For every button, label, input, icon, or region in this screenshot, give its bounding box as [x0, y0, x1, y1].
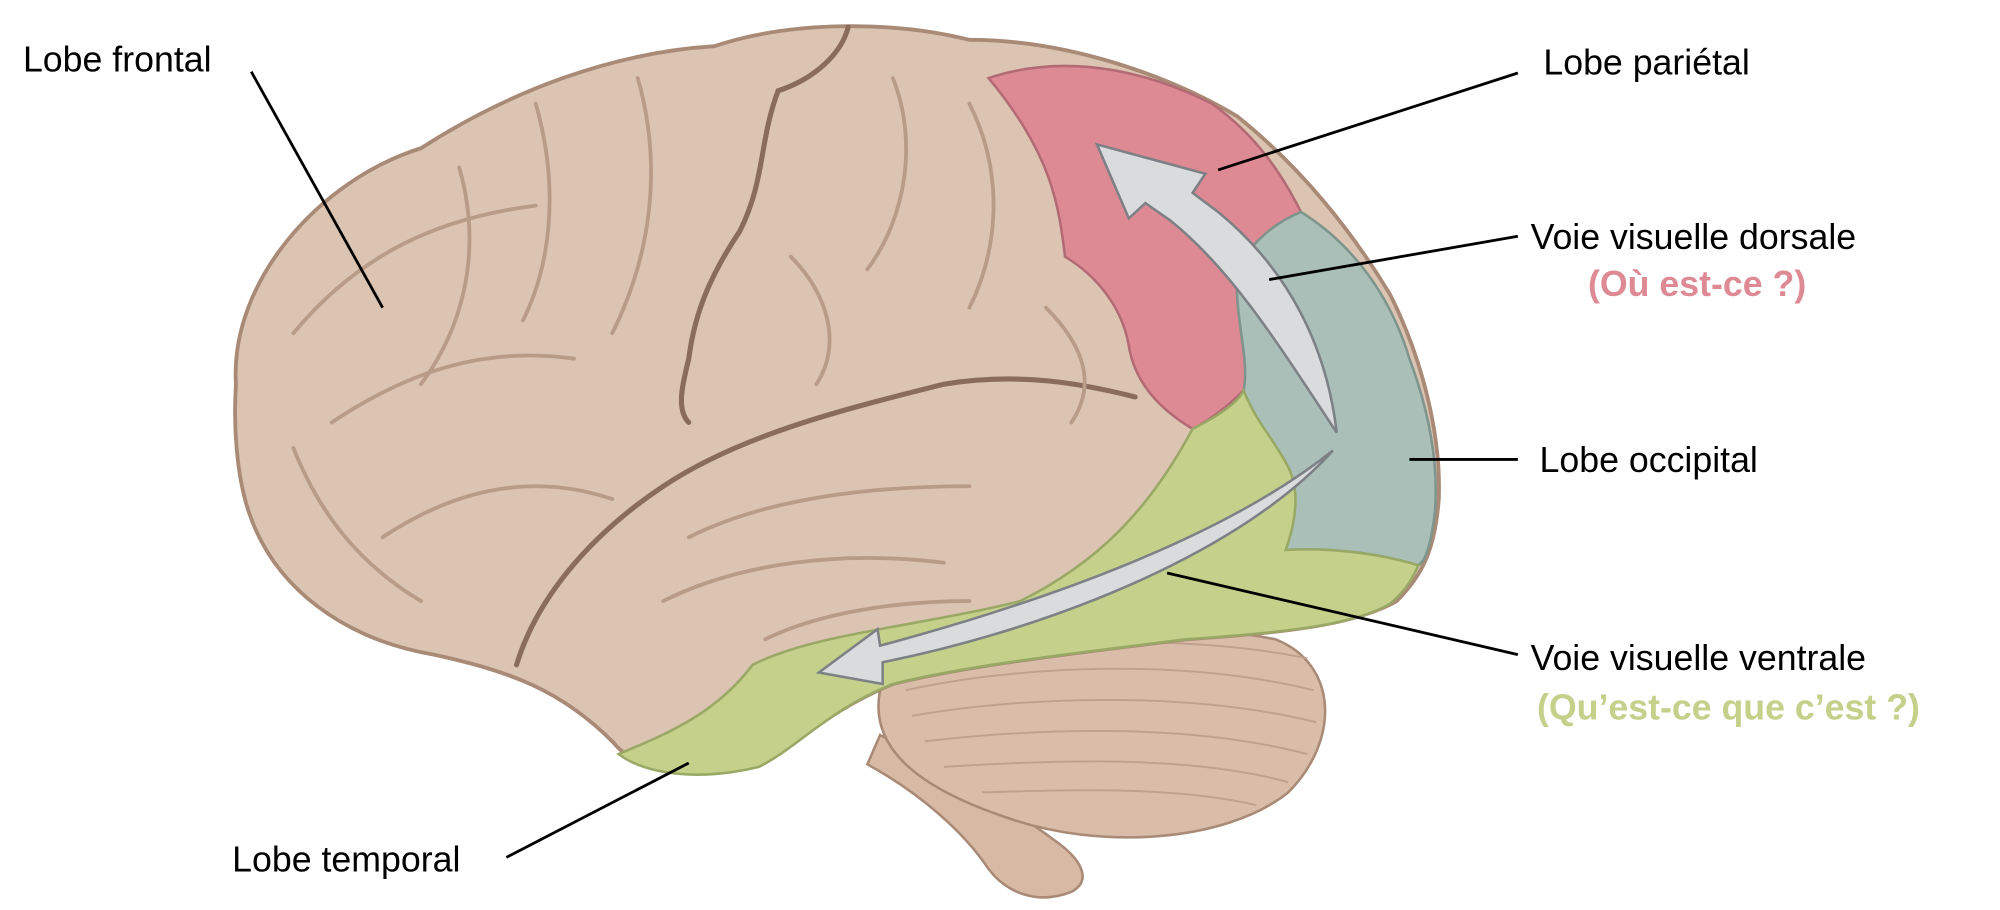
- label-frontal-lobe: Lobe frontal: [23, 40, 212, 80]
- ventral-leader-line: [1166, 571, 1519, 656]
- temporal-leader-line: [505, 761, 690, 859]
- label-dorsal-question: (Où est-ce ?): [1588, 264, 1806, 304]
- ventral-pathway-arrow: [815, 449, 1334, 686]
- label-parietal-lobe: Lobe pariétal: [1543, 42, 1749, 82]
- temporal-lobe: [616, 387, 1421, 776]
- parietal-leader-line: [1217, 71, 1519, 172]
- label-occipital-lobe: Lobe occipital: [1540, 440, 1758, 480]
- frontal-leader-line: [250, 71, 384, 309]
- label-ventral-question: (Qu’est-ce que c’est ?): [1537, 688, 1920, 728]
- brain-folds: [291, 24, 1138, 668]
- dorsal-pathway-arrow: [1094, 142, 1339, 434]
- label-temporal-lobe: Lobe temporal: [232, 839, 460, 879]
- label-ventral-pathway: Voie visuelle ventrale: [1531, 638, 1866, 678]
- label-dorsal-pathway: Voie visuelle dorsale: [1531, 217, 1857, 257]
- dorsal-leader-line: [1268, 234, 1519, 281]
